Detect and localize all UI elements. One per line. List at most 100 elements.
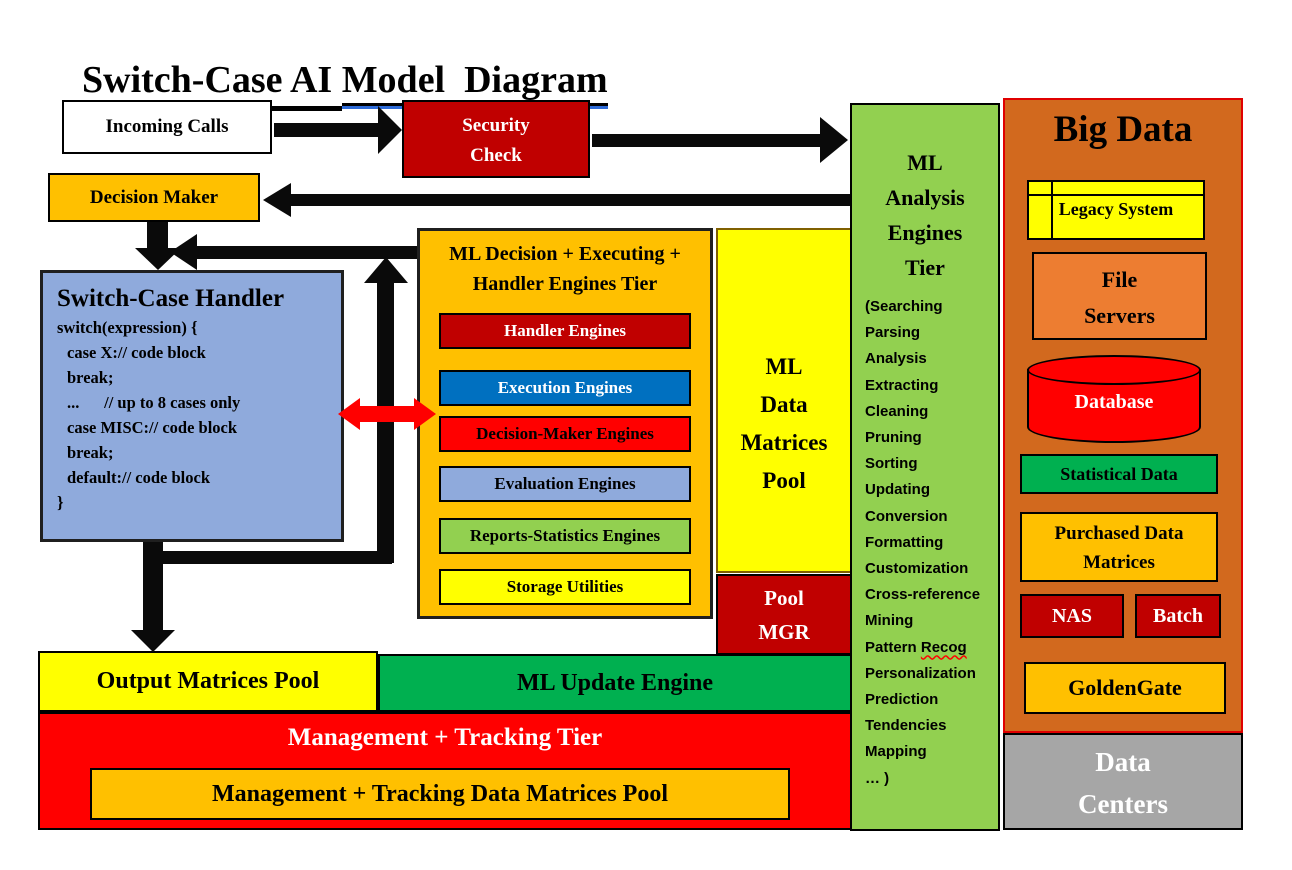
connector-handler-bottom [150, 551, 392, 564]
analysis-item: (Searching [865, 298, 943, 315]
data-centers-line: Data [1095, 747, 1151, 777]
execution-engines-box: Execution Engines [439, 370, 691, 406]
reports-statistics-engines-box: Reports-Statistics Engines [439, 518, 691, 554]
analysis-items-list: (Searching Parsing Analysis Extracting C… [852, 294, 998, 792]
output-matrices-pool-box: Output Matrices Pool [38, 651, 378, 712]
database-cylinder-top-icon [1027, 355, 1201, 385]
analysis-item: Analysis [865, 350, 927, 368]
code-line: switch(expression) { [57, 318, 198, 337]
analysis-tier-title: ML Analysis Engines Tier [852, 105, 998, 285]
pool-line: Pool [762, 468, 806, 493]
code-line: ... // up to 8 cases only [67, 393, 241, 412]
ml-update-engine-box: ML Update Engine [378, 654, 852, 712]
evaluation-engines-box: Evaluation Engines [439, 466, 691, 502]
arrow-decision-to-handler [147, 222, 168, 250]
analysis-item: Updating [865, 481, 930, 499]
arrowhead-right-icon [820, 117, 848, 163]
tier-title-line2: Handler Engines Tier [472, 273, 658, 295]
nas-box: NAS [1020, 594, 1124, 638]
red-double-arrow [358, 406, 416, 422]
data-centers-box: Data Centers [1003, 733, 1243, 830]
analysis-title-line: Engines [887, 220, 963, 245]
batch-box: Batch [1135, 594, 1221, 638]
pool-line: Data [760, 392, 808, 417]
code-line: case X:// code block [67, 343, 206, 362]
analysis-title-line: ML [907, 150, 943, 175]
goldengate-box: GoldenGate [1024, 662, 1226, 714]
analysis-item: Pruning [865, 429, 922, 447]
arrowhead-down-icon [135, 248, 181, 270]
statistical-data-box: Statistical Data [1020, 454, 1218, 494]
pool-mgr-line: Pool [764, 586, 804, 610]
file-servers-line: Servers [1084, 303, 1155, 328]
arrowhead-right-icon [378, 106, 402, 154]
file-servers-line: File [1101, 267, 1138, 292]
security-check-line1: Security [462, 115, 530, 136]
analysis-title-line: Tier [905, 255, 945, 280]
code-line: default:// code block [67, 468, 210, 487]
analysis-item: Cross-reference [865, 586, 981, 604]
handler-engines-box: Handler Engines [439, 313, 691, 349]
management-tracking-data-pool-box: Management + Tracking Data Matrices Pool [90, 768, 790, 820]
analysis-item: Sorting [865, 455, 918, 473]
code-line: break; [67, 443, 114, 462]
tier-title-line1: ML Decision + Executing + [449, 243, 681, 265]
analysis-item: Prediction [865, 691, 939, 709]
security-check-box: Security Check [402, 100, 590, 178]
analysis-item: … ) [865, 769, 890, 787]
management-tier-title: Management + Tracking Tier [287, 724, 603, 751]
arrow-feedback-up [377, 281, 394, 563]
title-part-underlined-black: Switch-Case AI [82, 59, 342, 111]
ml-analysis-tier-box: ML Analysis Engines Tier (Searching Pars… [850, 103, 1000, 831]
tier-title: ML Decision + Executing + Handler Engine… [420, 231, 710, 299]
arrow-analysis-to-decision [291, 194, 850, 206]
big-data-box: Big Data Legacy System File Servers Data… [1003, 98, 1243, 733]
analysis-item: Parsing [865, 324, 921, 342]
arrow-incoming-to-security [274, 123, 382, 137]
red-arrowhead-left-icon [338, 398, 360, 430]
pool-line: ML [765, 354, 803, 379]
arrow-security-to-analysis [592, 134, 820, 147]
red-arrowhead-right-icon [414, 398, 436, 430]
analysis-item: Personalization [865, 664, 976, 682]
arrowhead-down-icon [131, 630, 175, 652]
analysis-item: Conversion [865, 507, 948, 525]
decision-maker-engines-box: Decision-Maker Engines [439, 416, 691, 452]
pool-line: Matrices [740, 430, 828, 455]
big-data-title: Big Data [1053, 109, 1193, 150]
analysis-item-pattern-recog: Pattern Recog [865, 635, 998, 661]
pool-mgr-box: Pool MGR [716, 574, 852, 655]
pool-mgr-line: MGR [758, 620, 810, 644]
data-centers-line: Centers [1078, 789, 1168, 819]
analysis-item: Customization [865, 560, 969, 578]
storage-utilities-box: Storage Utilities [439, 569, 691, 605]
analysis-item: Mapping [865, 743, 927, 761]
analysis-item: Mining [865, 612, 914, 630]
arrowhead-left-icon [263, 183, 291, 217]
incoming-calls-box: Incoming Calls [62, 100, 272, 154]
arrowhead-up-icon [364, 257, 408, 283]
security-check-line2: Check [470, 145, 522, 166]
switch-case-code: switch(expression) { case X:// code bloc… [43, 315, 341, 515]
analysis-item: Tendencies [865, 717, 947, 735]
legacy-system-box: Legacy System [1027, 180, 1205, 240]
decision-maker-box: Decision Maker [48, 173, 260, 222]
legacy-grid-line-horizontal [1029, 194, 1203, 196]
analysis-item: Cleaning [865, 402, 929, 420]
arrow-tier-to-left [197, 246, 417, 259]
pattern-wavy-word: Recog [920, 638, 967, 656]
legacy-system-label: Legacy System [1058, 199, 1174, 219]
analysis-item: Extracting [865, 376, 939, 394]
arrowhead-left-icon [170, 234, 197, 270]
analysis-item: Formatting [865, 533, 944, 551]
page-title: Switch-Case AI Model Diagram [44, 14, 608, 146]
code-line: } [57, 493, 64, 512]
purchased-data-matrices-box: Purchased Data Matrices [1020, 512, 1218, 582]
analysis-title-line: Analysis [885, 185, 965, 210]
switch-case-handler-title: Switch-Case Handler [57, 285, 285, 312]
pattern-prefix: Pattern [865, 638, 921, 656]
ml-data-matrices-pool-box: ML Data Matrices Pool [716, 228, 852, 573]
purchased-line: Purchased Data [1054, 523, 1184, 544]
switch-case-handler-box: Switch-Case Handler switch(expression) {… [40, 270, 344, 542]
